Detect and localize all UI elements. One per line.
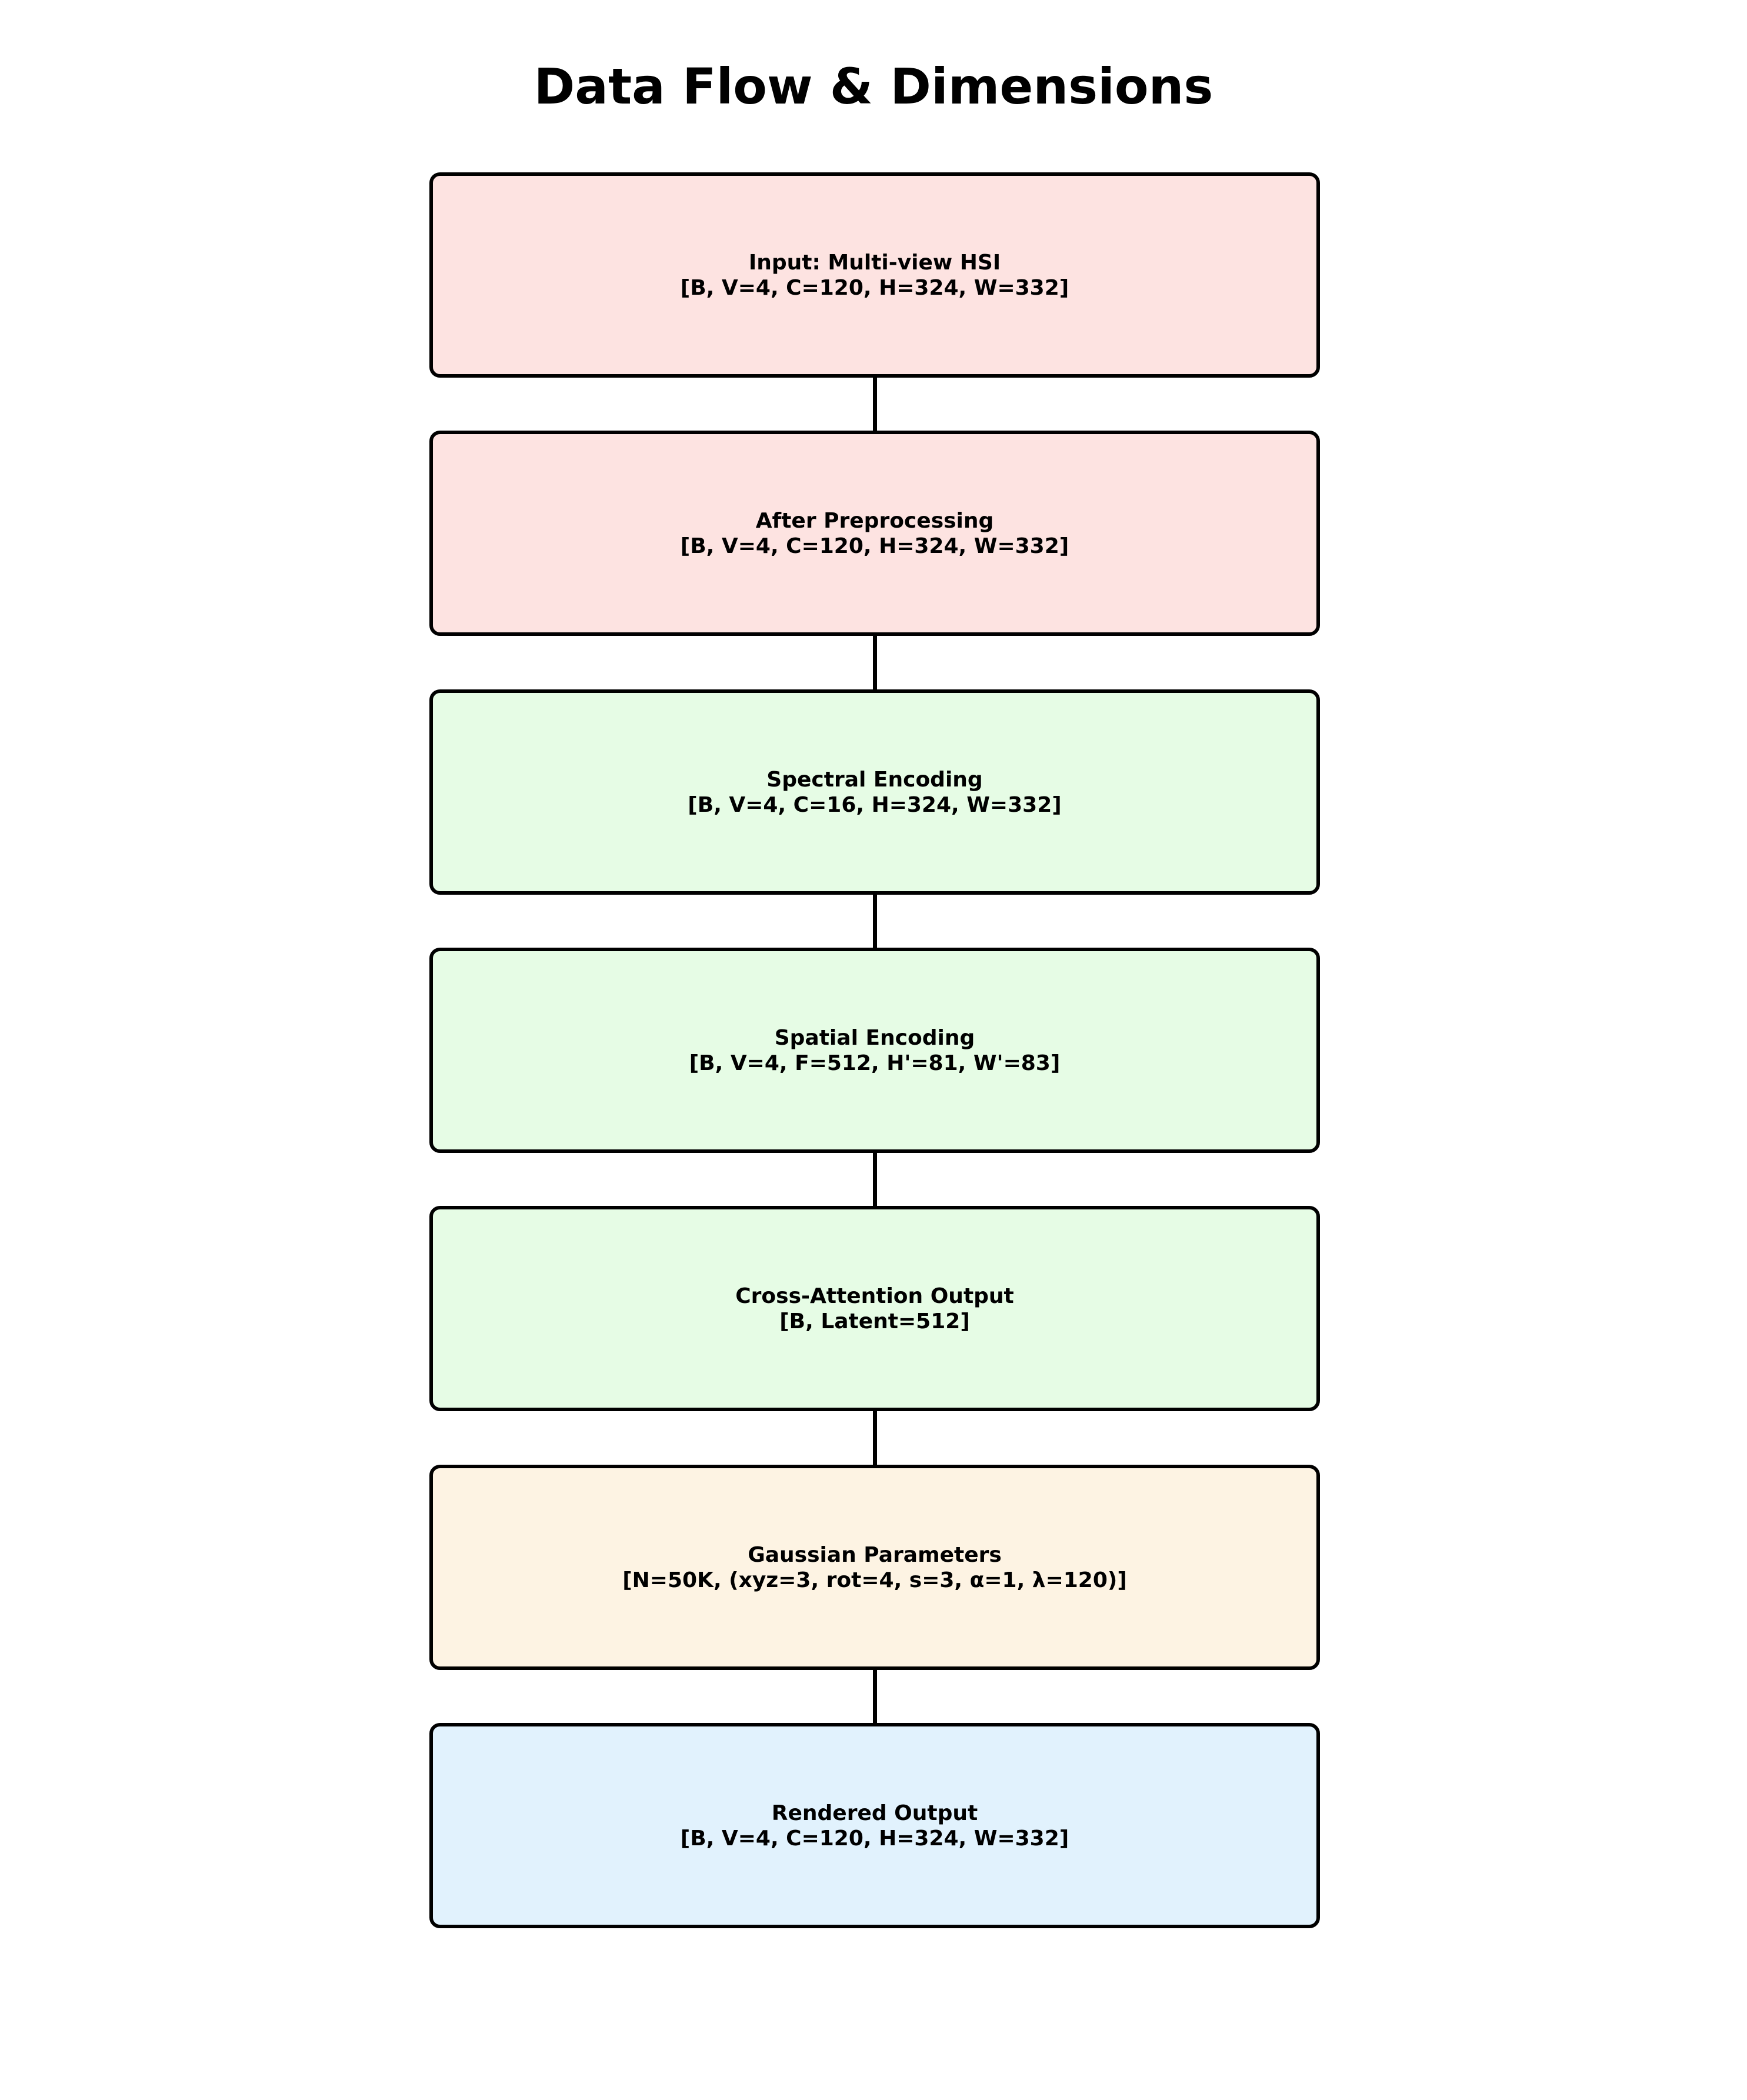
- stage-dimensions: [B, V=4, F=512, H'=81, W'=83]: [689, 1051, 1061, 1075]
- connector-gaussian-to-rendered: [873, 1657, 877, 1725]
- stage-spatial-encoding: Spatial Encoding [B, V=4, F=512, H'=81, …: [429, 948, 1320, 1153]
- stage-label: Input: Multi-view HSI: [748, 250, 1001, 275]
- stage-dimensions: [B, V=4, C=120, H=324, W=332]: [680, 534, 1069, 558]
- stage-cross-attention: Cross-Attention Output [B, Latent=512]: [429, 1206, 1320, 1411]
- stage-label: Cross-Attention Output: [735, 1284, 1014, 1308]
- stage-label: Rendered Output: [771, 1801, 978, 1825]
- connector-input-to-preprocessing: [873, 365, 877, 432]
- stage-label: After Preprocessing: [755, 508, 994, 533]
- stage-gaussian-parameters: Gaussian Parameters [N=50K, (xyz=3, rot=…: [429, 1465, 1320, 1670]
- stage-preprocessing: After Preprocessing [B, V=4, C=120, H=32…: [429, 431, 1320, 636]
- stage-label: Spatial Encoding: [774, 1025, 975, 1050]
- stage-input: Input: Multi-view HSI [B, V=4, C=120, H=…: [429, 172, 1320, 378]
- connector-preprocessing-to-spectral: [873, 623, 877, 691]
- stage-rendered-output: Rendered Output [B, V=4, C=120, H=324, W…: [429, 1723, 1320, 1928]
- stage-label: Spectral Encoding: [766, 767, 983, 792]
- stage-dimensions: [N=50K, (xyz=3, rot=4, s=3, α=1, λ=120)]: [622, 1568, 1127, 1592]
- stage-spectral-encoding: Spectral Encoding [B, V=4, C=16, H=324, …: [429, 689, 1320, 895]
- connector-cross-attention-to-gaussian: [873, 1399, 877, 1466]
- stage-dimensions: [B, V=4, C=16, H=324, W=332]: [688, 792, 1062, 817]
- stage-dimensions: [B, V=4, C=120, H=324, W=332]: [680, 1826, 1069, 1851]
- stage-label: Gaussian Parameters: [748, 1542, 1002, 1567]
- connector-spatial-to-cross-attention: [873, 1140, 877, 1208]
- connector-spectral-to-spatial: [873, 882, 877, 949]
- diagram-title: Data Flow & Dimensions: [534, 58, 1213, 115]
- stage-dimensions: [B, Latent=512]: [779, 1309, 970, 1334]
- stage-dimensions: [B, V=4, C=120, H=324, W=332]: [680, 275, 1069, 300]
